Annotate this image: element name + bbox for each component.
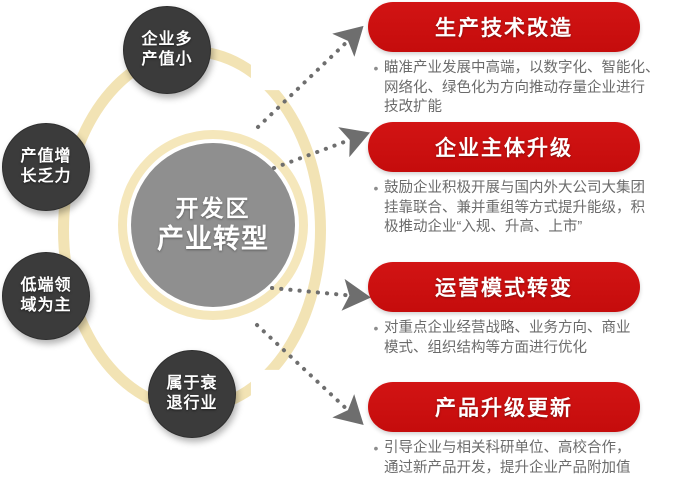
node-2-line1: 产值增 [20, 148, 72, 166]
panel-operating-model-change[interactable]: 运营模式转变 • 对重点企业经营战略、业务方向、商业 模式、组织结构等方面进行优… [360, 262, 700, 358]
panel-4-title[interactable]: 产品升级更新 [368, 382, 640, 432]
panel-1-bullet-icon: • [373, 60, 379, 76]
panel-3-bullet-icon: • [373, 320, 379, 336]
panel-2-text-line3: 极推动企业“入规、升高、上市” [384, 219, 583, 235]
panel-4-text-line1: 引导企业与相关科研单位、高校合作， [384, 440, 631, 456]
node-1-line2: 产值小 [141, 51, 193, 68]
node-2-line2: 长乏力 [20, 168, 72, 185]
panel-2-text: 鼓励企业积极开展与国内外大公司大集团 挂靠联合、兼并重组等方式提升能级，积 极推… [384, 179, 688, 238]
center-core-circle: 开发区 产业转型 [131, 143, 295, 307]
panel-3-title[interactable]: 运营模式转变 [368, 262, 640, 312]
solution-panels-group: 生产技术改造 • 瞄准产业发展中高端，以数字化、智能化、 网络化、绿色化为方向推… [360, 0, 700, 478]
panel-3-text-line2: 模式、组织结构等方面进行优化 [384, 339, 587, 356]
panel-2-bullet-icon: • [373, 180, 379, 196]
panel-1-text-line2: 网络化、绿色化为方向推动存量企业进行 [384, 79, 645, 96]
inner-yellow-ring [118, 130, 308, 320]
panel-enterprise-entity-upgrade[interactable]: 企业主体升级 • 鼓励企业积极开展与国内外大公司大集团 挂靠联合、兼并重组等方式… [360, 122, 700, 238]
node-4-line1: 属于衰 [166, 375, 218, 393]
panel-4-text: 引导企业与相关科研单位、高校合作， 通过新产品开发，提升企业产品附加值 [384, 439, 688, 478]
panel-2-title[interactable]: 企业主体升级 [368, 122, 640, 172]
node-low-end-dominant[interactable]: 低端领 域为主 [2, 252, 90, 340]
panel-3-body: • 对重点企业经营战略、业务方向、商业 模式、组织结构等方面进行优化 [368, 319, 688, 358]
node-4-line2: 退行业 [166, 395, 218, 412]
panel-3-text-line1: 对重点企业经营战略、业务方向、商业 [384, 320, 631, 336]
panel-1-title[interactable]: 生产技术改造 [368, 2, 640, 52]
panel-1-text-line1: 瞄准产业发展中高端，以数字化、智能化、 [384, 60, 660, 76]
panel-3-text: 对重点企业经营战略、业务方向、商业 模式、组织结构等方面进行优化 [384, 319, 688, 358]
panel-2-body: • 鼓励企业积极开展与国内外大公司大集团 挂靠联合、兼并重组等方式提升能级，积 … [368, 179, 688, 238]
panel-1-body: • 瞄准产业发展中高端，以数字化、智能化、 网络化、绿色化为方向推动存量企业进行… [368, 59, 688, 118]
problem-cycle-group: 开发区 产业转型 企业多 产值小 产值增 长乏力 低端领 域为主 属于衰 退行业 [2, 6, 326, 438]
node-1-line1: 企业多 [141, 31, 193, 49]
panel-2-text-line2: 挂靠联合、兼并重组等方式提升能级，积 [384, 199, 645, 216]
panel-4-body: • 引导企业与相关科研单位、高校合作， 通过新产品开发，提升企业产品附加值 [368, 439, 688, 478]
center-title-line2: 产业转型 [157, 223, 269, 254]
node-output-growth-weak[interactable]: 产值增 长乏力 [2, 123, 90, 211]
center-title-line1: 开发区 [175, 194, 251, 221]
panel-2-text-line1: 鼓励企业积极开展与国内外大公司大集团 [384, 180, 645, 196]
panel-4-bullet-icon: • [373, 440, 379, 456]
panel-1-text: 瞄准产业发展中高端，以数字化、智能化、 网络化、绿色化为方向推动存量企业进行 技… [384, 59, 688, 118]
panel-4-text-line2: 通过新产品开发，提升企业产品附加值 [384, 459, 631, 476]
panel-product-upgrade-renewal[interactable]: 产品升级更新 • 引导企业与相关科研单位、高校合作， 通过新产品开发，提升企业产… [360, 382, 700, 478]
panel-production-tech-upgrade[interactable]: 生产技术改造 • 瞄准产业发展中高端，以数字化、智能化、 网络化、绿色化为方向推… [360, 2, 700, 118]
node-declining-industry[interactable]: 属于衰 退行业 [148, 350, 236, 438]
node-3-line2: 域为主 [20, 297, 72, 314]
node-3-line1: 低端领 [20, 277, 72, 295]
node-enterprises-many-output-small[interactable]: 企业多 产值小 [123, 6, 211, 94]
panel-1-text-line3: 技改扩能 [384, 99, 442, 115]
